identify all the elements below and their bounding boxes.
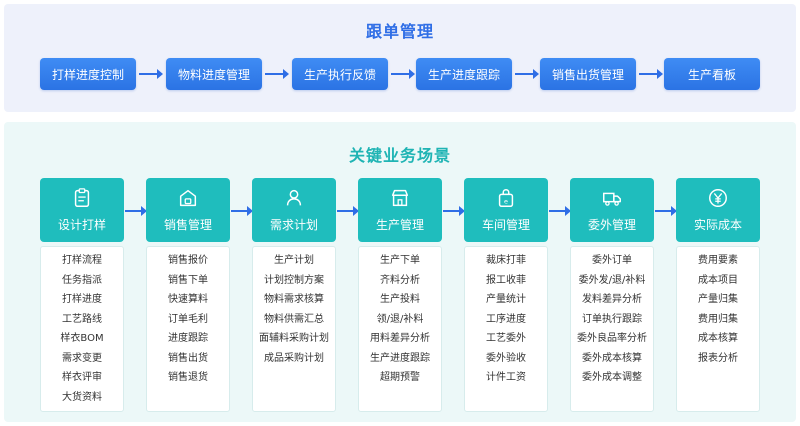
order-tracking-panel: 跟单管理 打样进度控制 物料进度管理 生产执行反馈 生产进度跟踪 销售出货管理 … [4, 4, 796, 112]
scenario-title: 车间管理 [481, 218, 530, 232]
scenario-list-production-management: 生产下单 齐料分析 生产投料 领/退/补料 用料差异分析 生产进度跟踪 超期预警 [358, 246, 442, 412]
list-item[interactable]: 成本核算 [698, 333, 738, 344]
key-scenarios-title: 关键业务场景 [348, 146, 451, 165]
flow-arrow-icon [549, 206, 571, 216]
truck-icon [603, 192, 621, 206]
scenario-list-outsourcing-management: 委外订单 委外发/退/补料 发料差异分析 订单执行跟踪 委外良品率分析 委外成本… [570, 246, 654, 412]
store-icon [179, 189, 197, 207]
scenario-outsourcing-management[interactable]: 委外管理 [570, 178, 654, 242]
scenario-title: 生产管理 [375, 218, 424, 232]
list-item[interactable]: 订单执行跟踪 [582, 313, 642, 325]
flow-arrow-icon [443, 206, 465, 216]
list-item[interactable]: 进度跟踪 [168, 333, 208, 344]
flow-arrow-icon [639, 69, 663, 79]
list-item[interactable]: 任务指派 [62, 274, 102, 286]
scenario-title: 委外管理 [587, 218, 636, 232]
scenario-list-sales-management: 销售报价 销售下单 快速算料 订单毛利 进度跟踪 销售出货 销售退货 [146, 246, 230, 412]
flow-arrow-icon [515, 69, 539, 79]
list-item[interactable]: 快速算料 [168, 294, 208, 305]
scenario-workshop-management[interactable]: e 车间管理 [464, 178, 548, 242]
list-item[interactable]: 销售下单 [168, 274, 208, 286]
list-item[interactable]: 工序进度 [486, 313, 526, 325]
list-item[interactable]: 物料需求核算 [264, 294, 324, 305]
scenario-design-sampling[interactable]: 设计打样 [40, 178, 124, 242]
list-item[interactable]: 计划控制方案 [264, 274, 324, 286]
bag-icon: e [498, 189, 514, 207]
list-item[interactable]: 委外验收 [486, 352, 526, 364]
scenario-title: 设计打样 [57, 218, 106, 232]
list-item[interactable]: 委外成本调整 [582, 372, 642, 383]
list-item[interactable]: 销售退货 [168, 372, 208, 383]
key-scenarios-panel: 关键业务场景 设计打样 打样流程 任务指派 打样进度 工艺路线 样衣BOM 需求… [4, 122, 796, 422]
flow-step-sample-progress[interactable]: 打样进度控制 [40, 58, 136, 90]
list-item[interactable]: 样衣BOM [60, 333, 104, 344]
user-icon [286, 189, 302, 206]
scenario-title: 销售管理 [163, 218, 212, 232]
flow-arrow-icon [139, 69, 163, 79]
list-item[interactable]: 裁床打菲 [486, 255, 526, 266]
list-item[interactable]: 委外成本核算 [582, 352, 642, 364]
list-item[interactable]: 打样流程 [62, 255, 102, 266]
list-item[interactable]: 面辅料采购计划 [259, 333, 329, 344]
list-item[interactable]: 工艺路线 [62, 313, 102, 325]
flow-arrow-icon [655, 206, 677, 216]
list-item[interactable]: 生产投料 [380, 294, 420, 305]
list-item[interactable]: 委外订单 [592, 255, 632, 266]
list-item[interactable]: 产量统计 [486, 294, 526, 305]
scenario-list-actual-cost: 费用要素 成本项目 产量归集 费用归集 成本核算 报表分析 [676, 246, 760, 412]
scenario-title: 需求计划 [269, 218, 318, 232]
list-item[interactable]: 生产下单 [380, 255, 420, 266]
flow-arrow-icon [265, 69, 289, 79]
list-item[interactable]: 报表分析 [698, 352, 738, 364]
list-item[interactable]: 费用归集 [698, 313, 738, 325]
scenario-title: 实际成本 [693, 218, 742, 232]
list-item[interactable]: 大货资料 [62, 391, 102, 403]
flow-step-sales-shipment[interactable]: 销售出货管理 [540, 58, 636, 90]
list-item[interactable]: 打样进度 [62, 294, 102, 305]
list-item[interactable]: 工艺委外 [486, 333, 526, 344]
list-item[interactable]: 发料差异分析 [582, 294, 642, 305]
list-item[interactable]: 委外发/退/补料 [578, 274, 646, 286]
flow-step-production-board[interactable]: 生产看板 [664, 58, 760, 90]
flow-arrow-icon [337, 206, 359, 216]
yen-icon [709, 189, 727, 207]
flow-step-material-progress[interactable]: 物料进度管理 [166, 58, 262, 90]
scenario-actual-cost[interactable]: 实际成本 [676, 178, 760, 242]
list-item[interactable]: 订单毛利 [168, 313, 208, 325]
list-item[interactable]: 销售报价 [168, 255, 208, 266]
list-item[interactable]: 需求变更 [62, 352, 102, 364]
list-item[interactable]: 超期预警 [380, 372, 420, 383]
list-item[interactable]: 用料差异分析 [370, 333, 430, 344]
scenario-list-design-sampling: 打样流程 任务指派 打样进度 工艺路线 样衣BOM 需求变更 样衣评审 大货资料 [40, 246, 124, 412]
list-item[interactable]: 报工收菲 [486, 274, 526, 286]
list-item[interactable]: 销售出货 [168, 352, 208, 364]
list-item[interactable]: 委外良品率分析 [577, 333, 647, 344]
scenario-sales-management[interactable]: 销售管理 [146, 178, 230, 242]
list-item[interactable]: 计件工资 [486, 372, 526, 383]
scenario-list-workshop-management: 裁床打菲 报工收菲 产量统计 工序进度 工艺委外 委外验收 计件工资 [464, 246, 548, 412]
scenario-list-demand-planning: 生产计划 计划控制方案 物料需求核算 物料供需汇总 面辅料采购计划 成品采购计划 [252, 246, 336, 412]
svg-text:e: e [504, 198, 508, 206]
list-item[interactable]: 物料供需汇总 [264, 313, 324, 325]
clipboard-icon [74, 188, 90, 207]
shop-icon [391, 189, 409, 207]
list-item[interactable]: 成品采购计划 [264, 352, 324, 364]
order-tracking-title: 跟单管理 [365, 22, 434, 41]
list-item[interactable]: 成本项目 [698, 274, 738, 286]
flow-arrow-icon [391, 69, 415, 79]
list-item[interactable]: 生产计划 [274, 255, 314, 266]
flow-arrow-icon [231, 206, 253, 216]
list-item[interactable]: 生产进度跟踪 [370, 352, 430, 364]
list-item[interactable]: 样衣评审 [62, 372, 102, 383]
list-item[interactable]: 领/退/补料 [376, 313, 424, 325]
list-item[interactable]: 费用要素 [698, 255, 738, 266]
flow-arrow-icon [125, 206, 147, 216]
list-item[interactable]: 产量归集 [698, 294, 738, 305]
flow-step-production-feedback[interactable]: 生产执行反馈 [292, 58, 388, 90]
scenario-demand-planning[interactable]: 需求计划 [252, 178, 336, 242]
flow-step-production-tracking[interactable]: 生产进度跟踪 [416, 58, 512, 90]
scenario-production-management[interactable]: 生产管理 [358, 178, 442, 242]
list-item[interactable]: 齐料分析 [380, 274, 420, 286]
